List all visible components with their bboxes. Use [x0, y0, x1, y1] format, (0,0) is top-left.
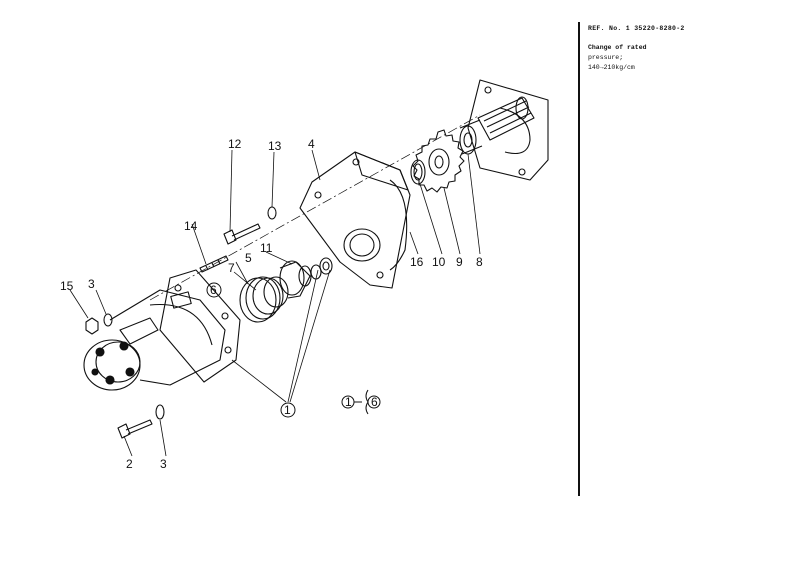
label-3-lower: 3: [160, 457, 167, 471]
label-5: 5: [245, 251, 252, 265]
label-11: 11: [260, 241, 273, 255]
circled-label-1: 1: [284, 403, 291, 417]
label-13: 13: [268, 139, 282, 153]
part-10-snap-ring: [410, 159, 426, 185]
label-7: 7: [228, 261, 235, 275]
label-3-upper: 3: [88, 277, 95, 291]
part-3-washer-lower: [155, 404, 165, 420]
assembly-axis: [149, 114, 481, 301]
part-14-stud: [199, 255, 229, 273]
change-note-line1: Change of rated: [588, 44, 647, 51]
circled-label-6: 6: [210, 283, 217, 297]
callout-circles: [206, 282, 381, 418]
label-12: 12: [228, 137, 242, 151]
motor-adapter-flange: [159, 269, 241, 383]
label-4: 4: [308, 137, 315, 151]
label-2: 2: [126, 457, 133, 471]
leader-lines: [69, 149, 481, 457]
reference-line: REF. No. 1 35220-8280-2: [588, 24, 788, 34]
part-5-7-seal-rings: [239, 276, 289, 323]
mounting-flange: [467, 79, 549, 181]
part-9-gear: [412, 129, 465, 193]
ref-number: 35220-8280-2: [634, 25, 685, 32]
legend-from: 1: [345, 395, 352, 409]
splined-shaft: [477, 96, 535, 141]
part-13-washer: [267, 206, 277, 220]
label-15: 15: [60, 279, 74, 293]
sheet-divider: [578, 22, 580, 496]
hydraulic-motor: [83, 289, 226, 391]
label-16: 16: [410, 255, 424, 269]
label-9: 9: [456, 255, 463, 269]
part-number-labels: 12 13 4 14 11 5 7 8 9 10 16 15 3 2 3 1 6…: [60, 137, 483, 471]
change-note-line2: pressure;: [588, 54, 624, 61]
part-11-pinion: [279, 257, 333, 299]
part-2-bolt: [117, 419, 153, 439]
legend-to: 6: [371, 395, 378, 409]
label-10: 10: [432, 255, 446, 269]
label-14: 14: [184, 219, 198, 233]
part-4-housing: [299, 151, 411, 289]
revision-notes: REF. No. 1 35220-8280-2 Change of rated …: [588, 24, 788, 73]
change-note-line3: 140→210kg/cm: [588, 64, 635, 71]
part-3-washer-upper: [103, 313, 113, 327]
ref-label: REF. No. 1: [588, 25, 631, 32]
label-8: 8: [476, 255, 483, 269]
part-15-nut: [85, 317, 99, 335]
part-12-bolt: [223, 223, 261, 245]
part-8-collar: [459, 119, 483, 155]
